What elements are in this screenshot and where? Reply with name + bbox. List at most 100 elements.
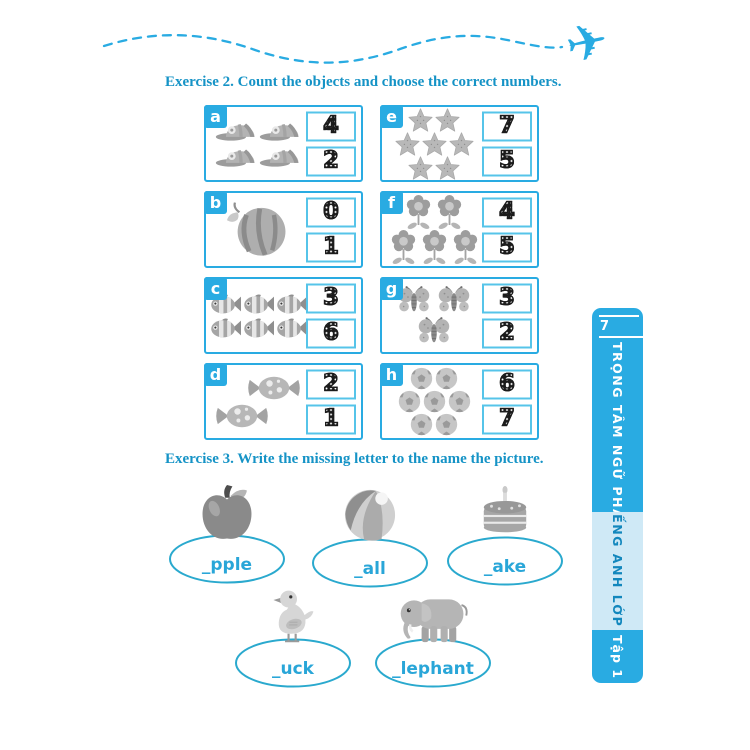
answer-option[interactable]: 6 — [482, 369, 532, 399]
word-blank[interactable]: _all — [354, 559, 386, 579]
flower-icon — [404, 195, 433, 230]
answer-option[interactable]: 1 — [306, 404, 356, 434]
answer-option[interactable]: 3 — [306, 283, 356, 313]
trace-number: 1 — [322, 405, 339, 432]
flower-icon — [389, 230, 418, 265]
count-cell-b: b 0 1 — [204, 191, 363, 268]
answer-option[interactable]: 4 — [306, 111, 356, 141]
fish-icon — [276, 292, 307, 316]
word-blank[interactable]: _ake — [483, 557, 527, 577]
fish-icon — [243, 292, 274, 316]
cap-icon — [259, 144, 301, 170]
trace-number: 4 — [498, 198, 515, 225]
trace-number: 7 — [498, 112, 515, 139]
soccer-ball-icon — [398, 390, 421, 413]
count-cell-h: h 6 7 — [380, 363, 539, 440]
book-title: TIẾNG ANH LỚP 3 — [610, 512, 625, 630]
volume-label: Tập 1 — [610, 634, 625, 679]
count-cell-c: c 3 6 — [204, 277, 363, 354]
count-cell-a: a 4 2 — [204, 105, 363, 182]
soccer-ball-icon — [423, 390, 446, 413]
airplane-icon: ✈ — [560, 11, 614, 75]
flower-icon — [420, 230, 449, 265]
starfish-icon — [422, 132, 447, 156]
answer-options: 2 1 — [306, 369, 356, 434]
rule-line — [599, 336, 643, 338]
butterfly-icon — [415, 316, 453, 347]
cell-letter-badge: e — [380, 105, 403, 128]
figure-duck: _uck — [233, 588, 353, 688]
answer-options: 7 5 — [482, 111, 532, 176]
soccer-ball-icon — [410, 367, 433, 390]
soccer-ball-icon — [410, 413, 433, 436]
trace-number: 7 — [498, 405, 515, 432]
starfish-icon — [395, 132, 420, 156]
watermelon-icon — [227, 201, 289, 259]
trace-number: 3 — [322, 284, 339, 311]
answer-option[interactable]: 2 — [482, 318, 532, 348]
series-title: TRỌNG TÂM NGỮ PHÁP — [610, 342, 625, 512]
cell-letter-badge: b — [204, 191, 227, 214]
trace-number: 3 — [498, 284, 515, 311]
page-number: 7 — [600, 319, 610, 334]
trace-number: 5 — [498, 147, 515, 174]
exercise2-heading: Exercise 2. Count the objects and choose… — [165, 74, 562, 90]
trace-number: 4 — [322, 112, 339, 139]
answer-option[interactable]: 5 — [482, 232, 532, 262]
answer-option[interactable]: 2 — [306, 146, 356, 176]
starfish-icon — [435, 156, 460, 180]
figure-elephant: _lephant — [373, 588, 493, 688]
cell-letter-badge: h — [380, 363, 403, 386]
answer-option[interactable]: 5 — [482, 146, 532, 176]
figure-oval — [447, 536, 563, 586]
soccer-ball-icon — [448, 390, 471, 413]
trace-number: 0 — [322, 198, 339, 225]
answer-option[interactable]: 7 — [482, 404, 532, 434]
book-edge-tab: 7 TRỌNG TÂM NGỮ PHÁP TIẾNG ANH LỚP 3 Tập… — [592, 308, 643, 683]
count-grid: a 4 2 e 7 5 b 0 1 f — [204, 105, 539, 440]
answer-options: 3 6 — [306, 283, 356, 348]
answer-option[interactable]: 2 — [306, 369, 356, 399]
apple-icon — [198, 484, 256, 544]
trace-number: 2 — [322, 370, 339, 397]
count-cell-g: g 3 2 — [380, 277, 539, 354]
count-cell-e: e 7 5 — [380, 105, 539, 182]
answer-option[interactable]: 6 — [306, 318, 356, 348]
dashed-flight-path — [102, 34, 564, 64]
starfish-icon — [408, 108, 433, 132]
word-blank[interactable]: _lephant — [392, 659, 474, 679]
book-title-section: TIẾNG ANH LỚP 3 — [592, 512, 643, 630]
exercise3-heading: Exercise 3. Write the missing letter to … — [165, 451, 544, 467]
answer-options: 0 1 — [306, 197, 356, 262]
cake-icon — [476, 486, 534, 540]
trace-number: 2 — [322, 147, 339, 174]
fish-icon — [243, 316, 274, 340]
starfish-icon — [449, 132, 474, 156]
volume-section: Tập 1 — [592, 630, 643, 683]
cell-letter-badge: a — [204, 105, 227, 128]
starfish-icon — [435, 108, 460, 132]
trace-number: 6 — [322, 319, 339, 346]
cap-icon — [215, 144, 257, 170]
answer-option[interactable]: 7 — [482, 111, 532, 141]
cell-letter-badge: f — [380, 191, 403, 214]
cell-letter-badge: c — [204, 277, 227, 300]
answer-option[interactable]: 3 — [482, 283, 532, 313]
flower-icon — [451, 230, 480, 265]
word-blank[interactable]: _uck — [272, 659, 314, 679]
trace-number: 1 — [322, 233, 339, 260]
answer-option[interactable]: 4 — [482, 197, 532, 227]
word-blank[interactable]: _pple — [201, 555, 253, 575]
figure-ball: _all — [310, 488, 430, 588]
cell-letter-badge: d — [204, 363, 227, 386]
trace-number: 2 — [498, 319, 515, 346]
candy-icon — [248, 374, 300, 402]
soccer-ball-icon — [435, 413, 458, 436]
answer-options: 3 2 — [482, 283, 532, 348]
cap-icon — [259, 118, 301, 144]
answer-option[interactable]: 1 — [306, 232, 356, 262]
starfish-icon — [408, 156, 433, 180]
flower-icon — [435, 195, 464, 230]
count-cell-d: d 2 1 — [204, 363, 363, 440]
answer-option[interactable]: 0 — [306, 197, 356, 227]
